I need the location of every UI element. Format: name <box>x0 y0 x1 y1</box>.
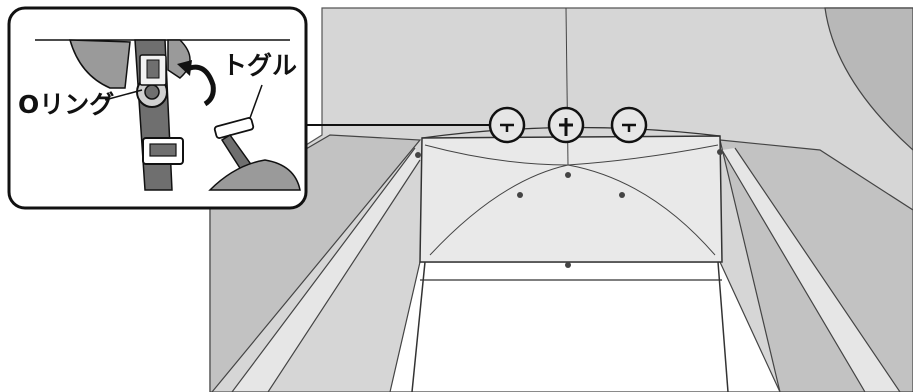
toggle-label: トグル <box>222 51 297 80</box>
toggle-cord-bag <box>208 159 301 191</box>
floor-edge-right <box>717 261 729 392</box>
callout-circles <box>306 106 648 144</box>
canopy-fabric <box>68 39 131 89</box>
o-ring-label: Oリング <box>18 90 114 119</box>
mesh-toggles <box>415 149 723 268</box>
rotation-arrow-icon <box>183 64 216 107</box>
toggle-leader-line <box>249 84 263 119</box>
tent-floor <box>389 261 781 392</box>
tent-interior <box>209 7 913 392</box>
inset-detail: Oリング トグル <box>7 6 308 210</box>
right-inner-band <box>721 147 901 392</box>
floor-edge-left <box>411 261 426 392</box>
left-inner-band <box>231 147 421 392</box>
o-ring-leader-line <box>104 89 143 101</box>
